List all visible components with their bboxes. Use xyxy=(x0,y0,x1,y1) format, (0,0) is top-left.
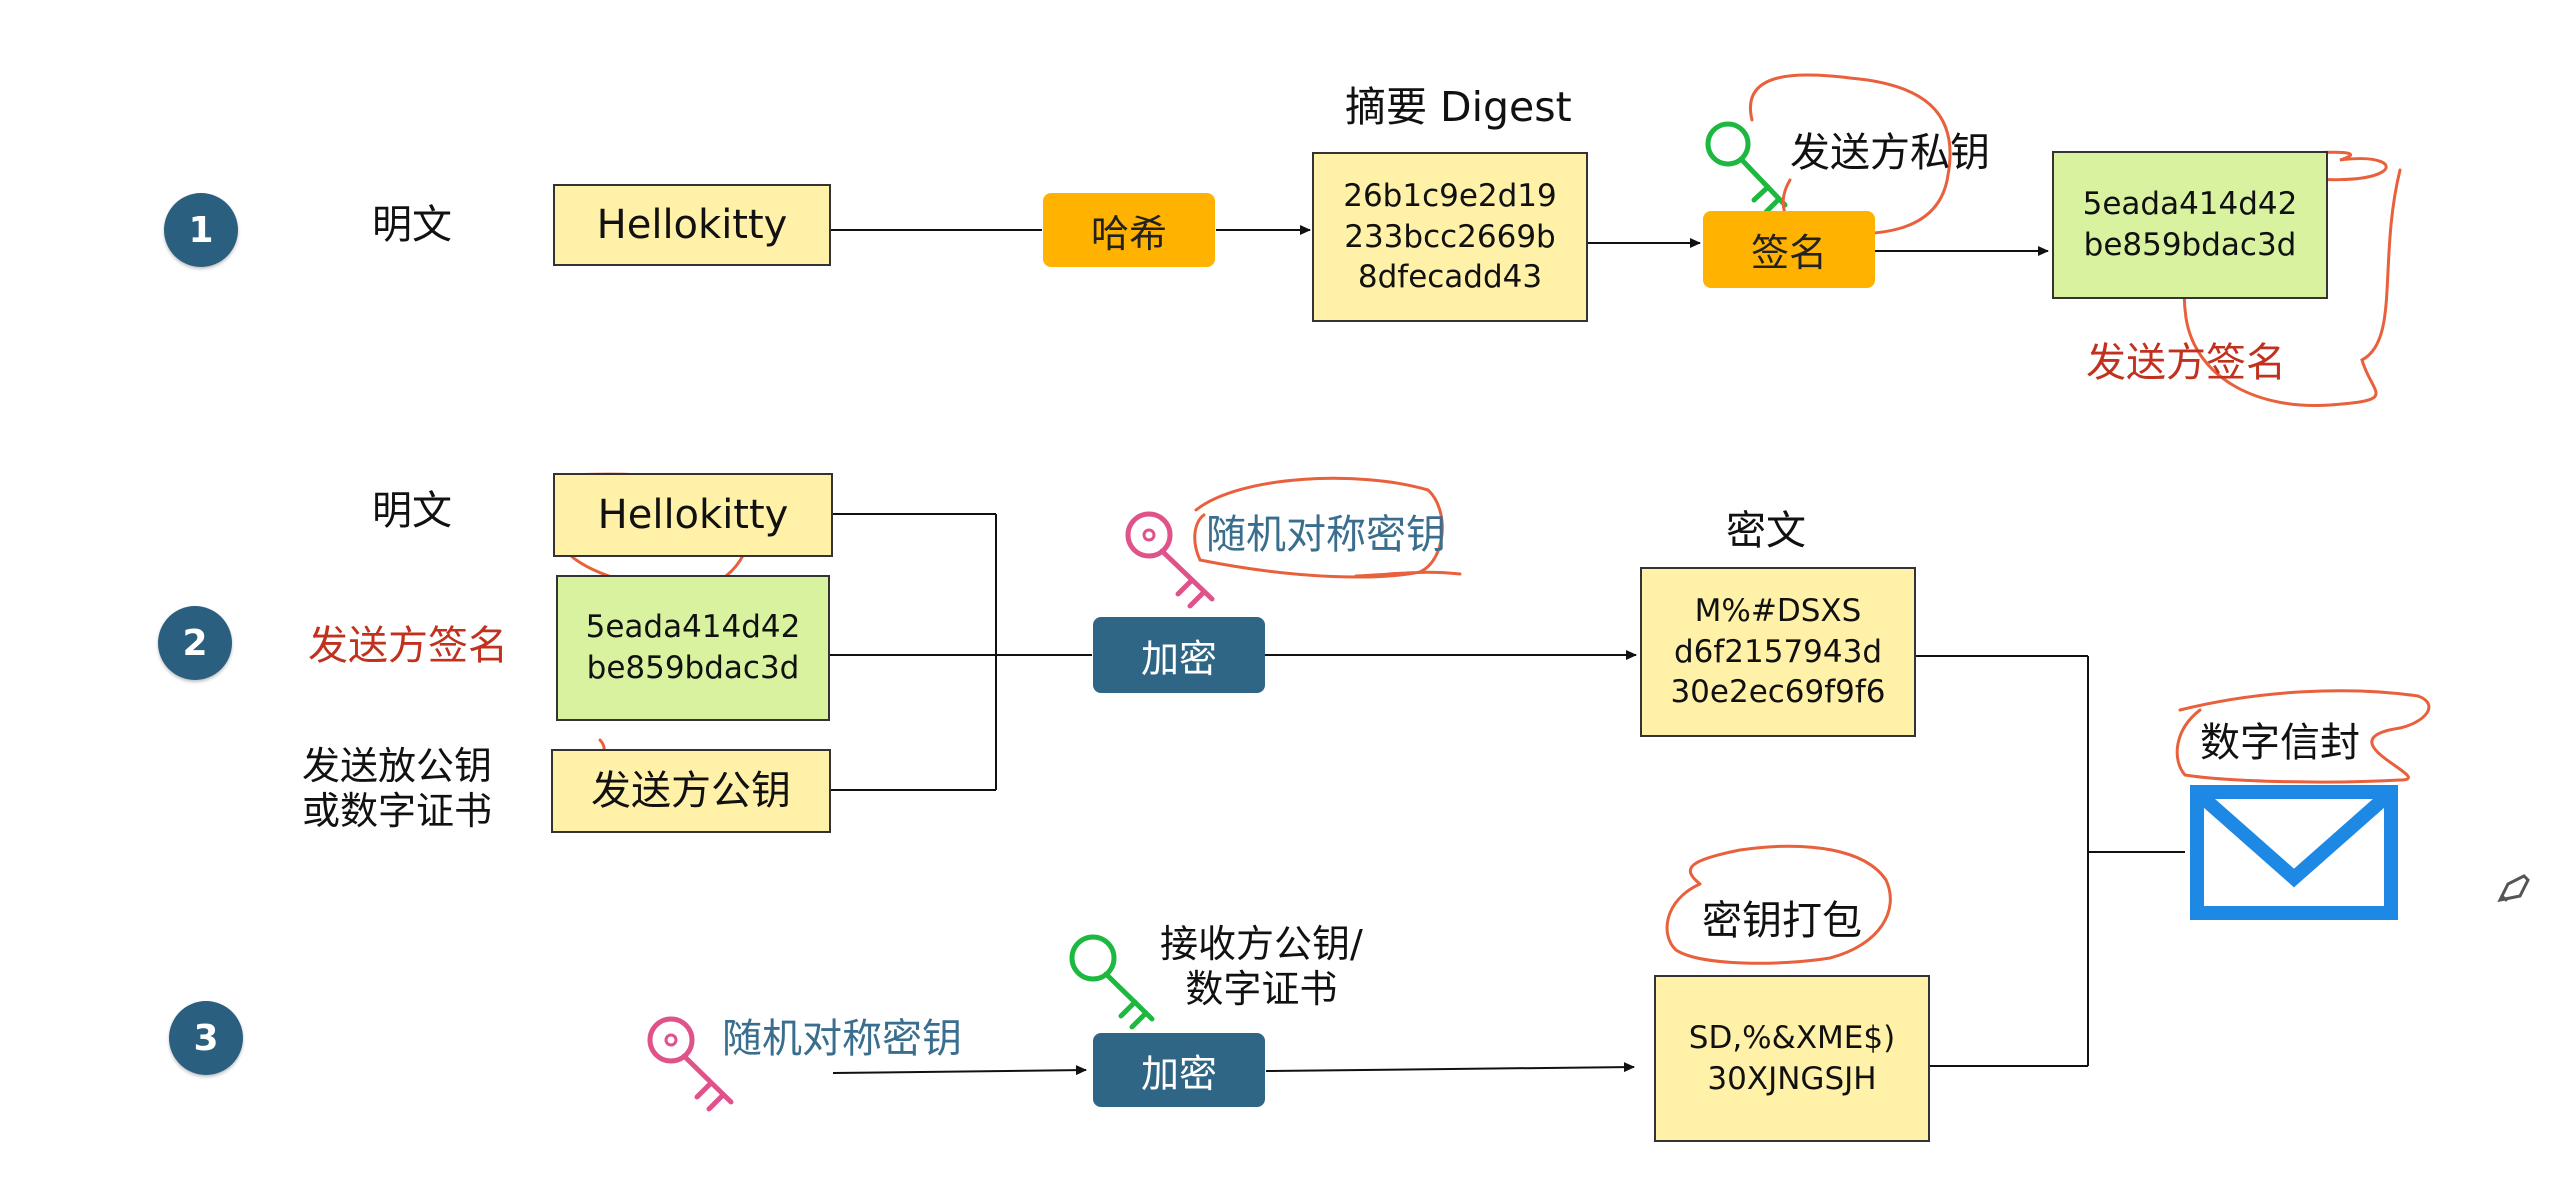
digest-line: 26b1c9e2d19 xyxy=(1343,177,1557,214)
public-key-value: 发送方公钥 xyxy=(591,767,791,814)
signature-line: 5eada414d42 xyxy=(2082,186,2298,223)
step-number-2: 2 xyxy=(158,606,232,680)
symmetric-key-label: 随机对称密钥 xyxy=(722,1016,962,1062)
arrow-encrypt-to-keypackage xyxy=(1265,1062,1635,1073)
key-package-line: 30XJNGSJH xyxy=(1707,1060,1877,1097)
digital-envelope-label: 数字信封 xyxy=(2200,720,2360,766)
hash-button-label: 哈希 xyxy=(1090,211,1167,256)
signature-annotation: 发送方签名 xyxy=(2086,340,2286,386)
label-line: 接收方公钥/ xyxy=(1160,922,1363,966)
hash-button[interactable]: 哈希 xyxy=(1043,193,1215,267)
signature-line: be859bdac3d xyxy=(586,650,800,686)
plaintext-label: 明文 xyxy=(372,202,452,248)
receiver-public-key-label: 接收方公钥/ 数字证书 xyxy=(1160,922,1363,1012)
plaintext-box: Hellokitty xyxy=(553,473,833,557)
step-number-1: 1 xyxy=(164,193,238,267)
label-line: 数字证书 xyxy=(1185,966,1338,1011)
plaintext-box: Hellokitty xyxy=(553,184,831,266)
sign-button[interactable]: 签名 xyxy=(1703,211,1875,288)
key-icon xyxy=(1125,511,1215,609)
ciphertext-line: 30e2ec69f9f6 xyxy=(1670,674,1886,711)
pen-icon xyxy=(2497,874,2530,903)
key-icon xyxy=(1705,121,1788,215)
arrow-key-to-encrypt xyxy=(832,1065,1087,1076)
signature-box: 5eada414d42 be859bdac3d xyxy=(556,575,830,721)
encrypt-button[interactable]: 加密 xyxy=(1093,617,1265,693)
encrypt-button[interactable]: 加密 xyxy=(1093,1033,1265,1107)
label-line: 发送放公钥 xyxy=(302,744,493,788)
key-package-box: SD,%&XME$) 30XJNGSJH xyxy=(1654,975,1930,1142)
digest-line: 8dfecadd43 xyxy=(1357,259,1543,296)
ciphertext-line: d6f2157943d xyxy=(1673,633,1883,670)
key-icon xyxy=(1069,934,1155,1030)
signature-line: be859bdac3d xyxy=(2083,227,2297,263)
digest-line: 233bcc2669b xyxy=(1344,218,1556,255)
encrypt-button-label: 加密 xyxy=(1140,1051,1217,1096)
symmetric-key-label: 随机对称密钥 xyxy=(1206,512,1446,558)
sign-button-label: 签名 xyxy=(1750,231,1827,275)
sender-private-key-label: 发送方私钥 xyxy=(1790,130,1990,176)
ciphertext-title: 密文 xyxy=(1726,508,1806,554)
public-key-box: 发送方公钥 xyxy=(551,749,831,833)
sender-signature-label: 发送方签名 xyxy=(308,623,508,669)
envelope-icon xyxy=(2190,785,2398,920)
key-icon xyxy=(647,1016,734,1112)
plaintext-value: Hellokitty xyxy=(597,491,789,538)
ciphertext-line: M%#DSXS xyxy=(1694,592,1862,629)
digest-box: 26b1c9e2d19 233bcc2669b 8dfecadd43 xyxy=(1312,152,1588,322)
sender-public-key-label: 发送放公钥 或数字证书 xyxy=(302,744,492,834)
key-package-line: SD,%&XME$) xyxy=(1688,1019,1896,1056)
step-number-3: 3 xyxy=(169,1001,243,1075)
encrypt-button-label: 加密 xyxy=(1140,636,1217,681)
signature-line: 5eada414d42 xyxy=(585,609,801,646)
signature-box: 5eada414d42 be859bdac3d xyxy=(2052,151,2328,299)
label-line: 或数字证书 xyxy=(302,788,493,833)
digest-title: 摘要 Digest xyxy=(1345,83,1572,131)
plaintext-value: Hellokitty xyxy=(596,201,788,248)
ciphertext-box: M%#DSXS d6f2157943d 30e2ec69f9f6 xyxy=(1640,567,1916,737)
plaintext-label: 明文 xyxy=(372,488,452,534)
key-package-title: 密钥打包 xyxy=(1702,898,1862,944)
